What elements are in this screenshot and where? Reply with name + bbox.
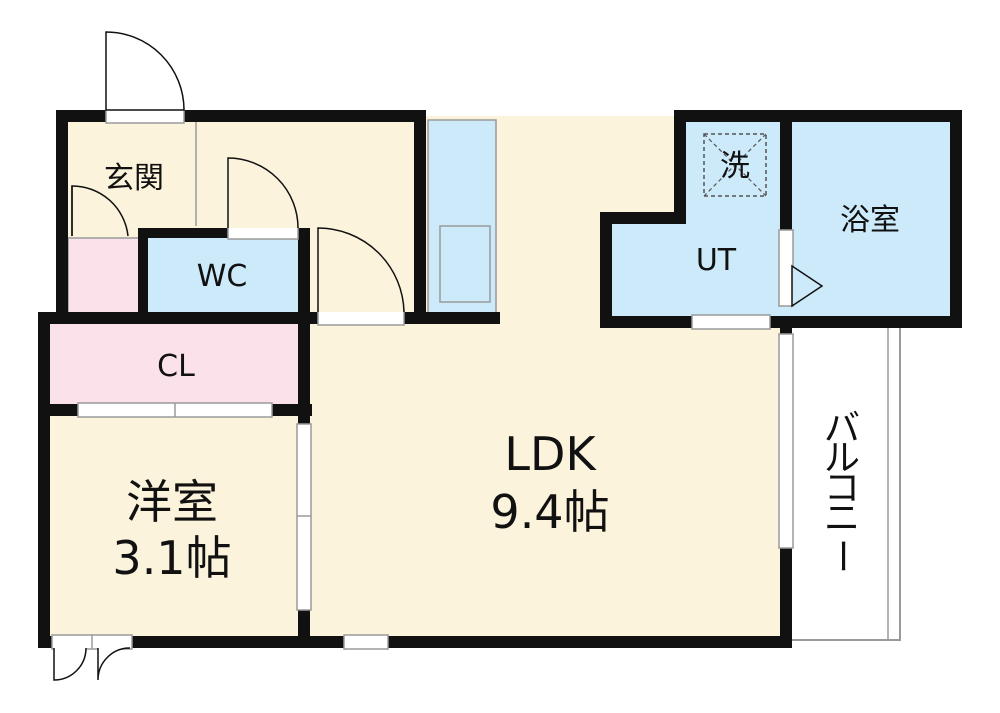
western-room-floor	[44, 410, 306, 640]
walls	[38, 110, 962, 648]
wall-wc-left	[138, 228, 148, 320]
balcony-slide-gap	[778, 333, 794, 549]
wall-ut-left-top	[674, 110, 686, 222]
entrance-door-swing	[105, 31, 185, 111]
entrance-door-gap	[105, 108, 185, 124]
ut-label: UT	[696, 243, 737, 278]
closet-floor	[44, 316, 306, 410]
ldk-door-swing	[317, 227, 405, 313]
western-name-label: 洋室	[126, 475, 218, 529]
ldk-door-gap	[317, 310, 405, 326]
wc-floor	[144, 234, 302, 316]
wall-middle-left	[38, 312, 312, 324]
genkan-closet-door-swing	[71, 185, 129, 237]
labels: 玄関 WC CL 洗 UT 浴室 LDK 9.4帖 洋室 3.1帖 バ ル コ …	[104, 149, 900, 585]
ut-door-gap	[691, 314, 771, 330]
wall-genkan-left	[56, 110, 68, 320]
wall-kitchen-left	[414, 110, 426, 322]
washer-label: 洗	[720, 149, 750, 184]
wall-top-right	[680, 110, 960, 122]
wall-wc-top	[138, 228, 308, 238]
bath-label: 浴室	[840, 203, 900, 238]
ldk-bottom-window	[343, 634, 389, 650]
wall-ut-bath	[780, 110, 792, 230]
genkan-label: 玄関	[104, 161, 164, 196]
bath-door-triangle	[791, 264, 824, 308]
floor-fills	[44, 116, 958, 640]
wall-bottom	[38, 636, 792, 648]
ut-floor	[606, 116, 786, 322]
wall-bath-right	[950, 110, 962, 328]
balcony-char-4: ニ	[824, 498, 860, 539]
western-door-right-swing	[97, 647, 131, 681]
wc-door-gap	[227, 226, 299, 240]
washer-icon	[703, 133, 767, 197]
sink-icon	[439, 225, 491, 303]
ldk-name-label: LDK	[504, 427, 597, 481]
balcony-char-1: バ	[824, 408, 860, 449]
wall-ut-step	[600, 212, 686, 224]
ldk-size-label: 9.4帖	[490, 485, 609, 539]
wall-ut-left-bottom	[600, 212, 612, 328]
bath-door-gap	[778, 229, 794, 307]
wc-label: WC	[197, 259, 248, 294]
balcony-char-2: ル	[824, 438, 860, 479]
western-slide-gap	[296, 423, 312, 611]
kitchen-counter	[427, 119, 497, 317]
western-size-label: 3.1帖	[112, 531, 231, 585]
openings	[51, 108, 794, 650]
cl-label: CL	[157, 349, 195, 384]
western-door-left-swing	[53, 647, 87, 681]
door-swings	[53, 31, 405, 681]
wall-wc-right	[298, 228, 310, 320]
balcony-char-5: ー	[821, 538, 862, 574]
wc-door-swing	[227, 157, 299, 229]
shoe-closet-floor	[68, 238, 142, 318]
balcony-char-3: コ	[824, 468, 860, 509]
wall-west	[38, 312, 50, 648]
